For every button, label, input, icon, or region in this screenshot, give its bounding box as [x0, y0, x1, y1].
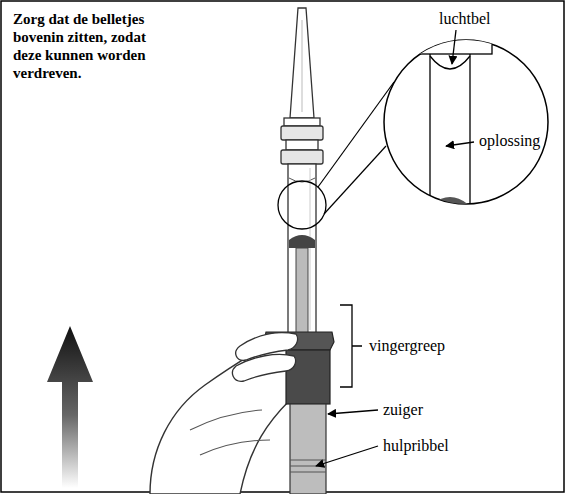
part-label: vingergreep: [368, 336, 446, 355]
instruction-note: Zorg dat de belletjes bovenin zitten, zo…: [12, 10, 164, 82]
bracket: [340, 305, 362, 387]
leader-arrow: [452, 30, 456, 64]
leader-arrow: [316, 446, 378, 466]
plunger: [290, 404, 326, 494]
leader-arrow: [446, 142, 474, 146]
direction-arrow: [47, 326, 93, 488]
magnifier-circle: [278, 181, 326, 229]
stopper-tip: [430, 197, 470, 206]
needle-cap: [290, 8, 314, 118]
part-label: oplossing: [478, 131, 541, 150]
part-label: zuiger: [382, 400, 424, 419]
part-label: luchtbel: [438, 9, 492, 28]
ribs: [290, 460, 326, 472]
zoom-circle: [384, 40, 548, 204]
hub: [284, 118, 320, 126]
part-label: hulpribbel: [382, 436, 450, 455]
leader-arrow: [328, 410, 378, 414]
air-bubble: [430, 56, 470, 69]
stopper: [289, 235, 315, 248]
